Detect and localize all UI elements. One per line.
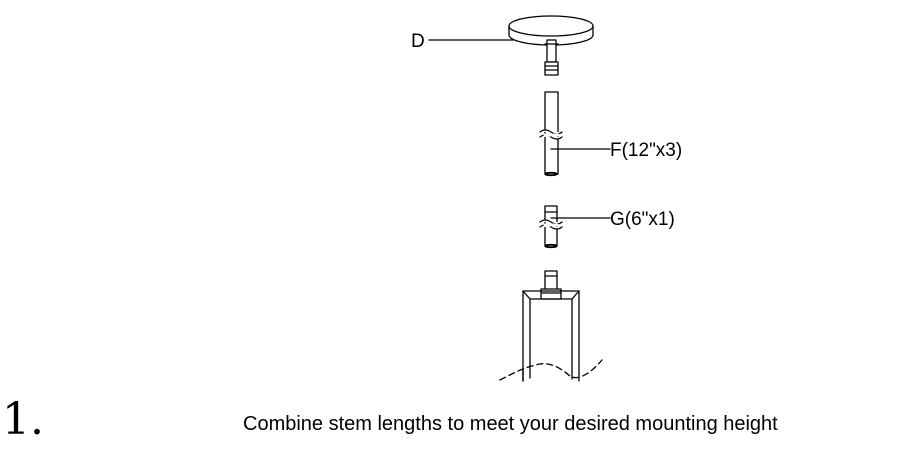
label-f: F(12"x3) xyxy=(610,140,682,161)
step-instruction: Combine stem lengths to meet your desire… xyxy=(243,413,778,435)
stem-part-g xyxy=(539,205,563,249)
step-number: 1. xyxy=(2,394,44,445)
label-d: D xyxy=(411,31,425,52)
fixture-body xyxy=(499,270,603,382)
canopy-part-d xyxy=(508,15,594,76)
stem-part-f xyxy=(539,91,563,177)
label-g: G(6"x1) xyxy=(610,209,675,230)
